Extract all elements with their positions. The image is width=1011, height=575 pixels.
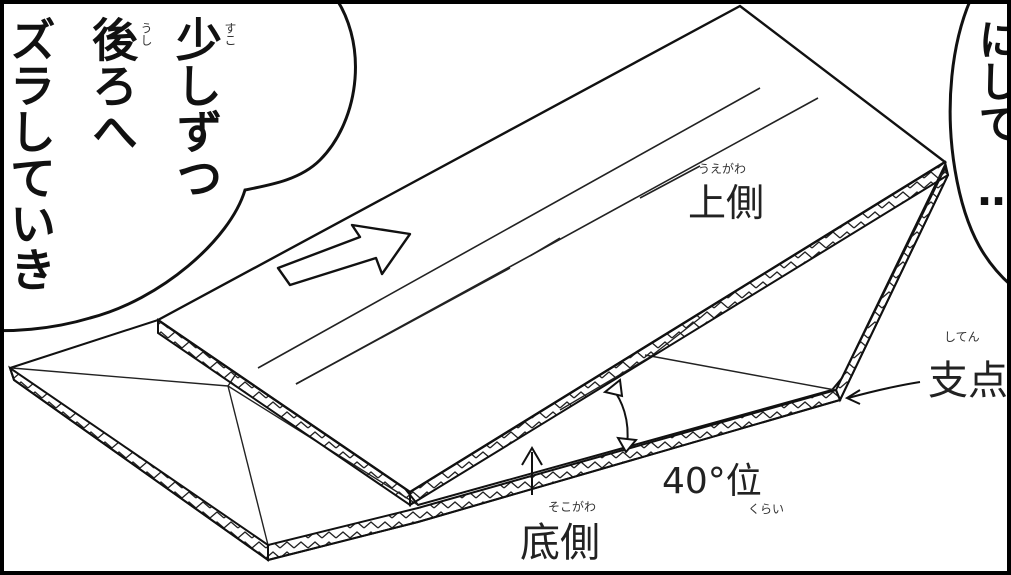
label-angle: 40°位 (662, 461, 762, 502)
bubble-right-dots: … (974, 166, 1011, 215)
angle-arrowhead-bottom (616, 436, 638, 454)
ruby-ushiro: うし (139, 22, 153, 46)
label-bottom-side-ruby: そこがわ (548, 500, 597, 514)
label-top-side: 上側 (688, 181, 765, 225)
label-top-side-ruby: うえがわ (698, 162, 747, 176)
tape-lines (257, 87, 819, 385)
label-fulcrum: 支点 (928, 358, 1008, 404)
label-angle-ruby: くらい (748, 502, 785, 516)
angle-arc (611, 387, 629, 446)
label-bottom-side: 底側 (520, 520, 600, 566)
direction-arrow (276, 223, 412, 287)
speech-bubble-left (0, 0, 357, 333)
top-board-edge-right (409, 160, 950, 507)
ruby-sukoshi: すこ (223, 22, 237, 46)
bubble-left-col2: 後ろへ (85, 16, 139, 154)
angle-arrowhead-top (602, 378, 624, 398)
label-fulcrum-ruby: してん (944, 330, 980, 344)
bubble-left-col3: ズラしていき (3, 16, 57, 292)
bubble-right-col1: にして (972, 18, 1011, 144)
fulcrum-pointer-line (847, 381, 921, 399)
bubble-left-col1: 少しずつ (169, 16, 223, 200)
speech-bubble-right (948, 0, 1011, 288)
